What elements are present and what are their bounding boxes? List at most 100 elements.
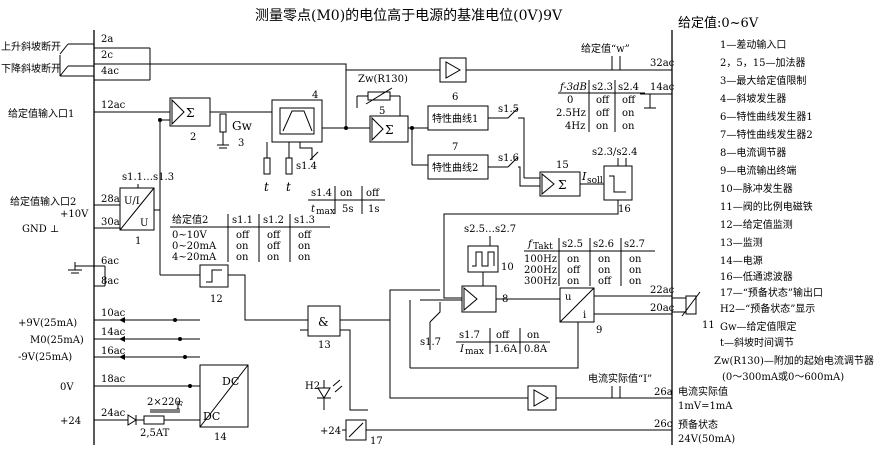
svg-text:max: max: [316, 207, 335, 217]
terminal-14ac-left: 14ac: [101, 327, 126, 338]
block-13-number: 13: [318, 340, 331, 351]
svg-text:off: off: [298, 230, 312, 241]
setpoint-input2-label: 给定值输入口2: [10, 195, 76, 208]
legend-item: 11—阀的比例电磁铁: [720, 200, 813, 213]
switch-s1-1to3-label: s1.1…s1.3: [122, 172, 174, 183]
legend-item: 16—低通滤波器: [720, 270, 793, 283]
dc-label-bottom: DC: [203, 410, 220, 423]
block-4-number: 4: [312, 90, 318, 101]
terminal-22ac: 22ac: [650, 285, 675, 296]
plus9v-label: +9V(25mA): [18, 318, 77, 329]
legend-item: 8—电流调节器: [720, 146, 786, 159]
svg-text:off: off: [622, 95, 636, 106]
switch-s2-5to7-label: s2.5…s2.7: [464, 224, 516, 235]
plus24-label: +24: [60, 416, 81, 427]
fuse-icon: [143, 415, 165, 425]
svg-text:on: on: [567, 276, 580, 287]
actual-value-scale-label: 1mV=1mA: [678, 401, 733, 412]
diode-icon: [127, 414, 137, 426]
tmax-table: s1.4 on off t max 5s 1s: [308, 186, 385, 217]
svg-text:300Hz: 300Hz: [524, 276, 557, 287]
block-6-curve-generator-1: [427, 105, 489, 131]
block-6-number: 6: [452, 92, 458, 103]
svg-text:s1.3: s1.3: [294, 215, 315, 226]
svg-text:on: on: [596, 121, 609, 132]
curve1-label: 特性曲线1: [432, 112, 478, 125]
adder-2-sigma: Σ: [186, 106, 194, 120]
legend-item: 1—差动输入口: [720, 38, 786, 51]
svg-text:s2.7: s2.7: [624, 239, 645, 250]
terminal-6ac: 6ac: [101, 256, 119, 267]
legend-item: 3—最大给定值限制: [720, 74, 806, 87]
u-small-label: u: [565, 292, 572, 303]
svg-text:off: off: [496, 330, 510, 341]
block-9-number: 9: [596, 325, 602, 336]
svg-text:s1.4: s1.4: [311, 188, 332, 199]
ramp-up-off-label: 上升斜坡断开: [1, 40, 61, 53]
svg-text:4~20mA: 4~20mA: [172, 252, 217, 263]
svg-text:off: off: [366, 188, 380, 199]
block-1-number: 1: [135, 236, 141, 247]
svg-text:200Hz: 200Hz: [524, 265, 557, 276]
legend-item: 13—监测: [720, 236, 763, 249]
svg-text:on: on: [629, 254, 642, 265]
h2-led-icon: [317, 387, 331, 399]
gnd-label: GND ⊥: [22, 224, 59, 235]
svg-text:f-3dB: f-3dB: [559, 82, 587, 93]
switch-s1-7-label: s1.7: [420, 337, 441, 348]
svg-text:on: on: [267, 252, 280, 263]
ramp-down-switch: [59, 65, 69, 77]
svg-text:t: t: [311, 204, 316, 215]
svg-text:off: off: [267, 230, 281, 241]
block-15-number: 15: [556, 160, 569, 171]
block-7-curve-generator-2: [427, 154, 489, 180]
svg-text:给定值2: 给定值2: [172, 213, 208, 226]
legend-item: 17—“预备状态”输出口: [720, 286, 823, 299]
i-small-label: i: [583, 310, 586, 321]
actual-value-out-label: 电流实际值: [678, 385, 728, 398]
block-14-number: 14: [214, 432, 227, 443]
svg-text:0.8A: 0.8A: [524, 344, 548, 355]
terminal-26a: 26a: [654, 387, 673, 398]
legend-item: 6—特性曲线发生器1: [720, 110, 813, 123]
svg-text:f: f: [527, 239, 534, 250]
fuse-label: 2,5AT: [140, 428, 170, 439]
block-10-pulse-generator: [467, 245, 499, 273]
h2-label: H2: [305, 381, 320, 392]
u-label: U: [140, 218, 148, 229]
svg-text:on: on: [298, 241, 311, 252]
terminal-32ac: 32ac: [650, 58, 675, 69]
svg-text:0~10V: 0~10V: [172, 230, 207, 241]
svg-text:s2.6: s2.6: [593, 239, 614, 250]
minus9v-label: -9V(25mA): [18, 352, 72, 363]
svg-text:4Hz: 4Hz: [565, 121, 585, 132]
svg-text:s1.2: s1.2: [263, 215, 284, 226]
svg-text:I: I: [459, 344, 465, 355]
svg-text:Takt: Takt: [533, 242, 553, 252]
legend-item: 10—脉冲发生器: [720, 182, 793, 195]
terminal-16ac: 16ac: [101, 346, 126, 357]
zero-v-label: 0V: [60, 382, 74, 393]
svg-text:off: off: [567, 265, 581, 276]
diagram-title: 测量零点(M0)的电位高于电源的基准电位(0V)9V: [255, 7, 563, 24]
svg-text:s1.1: s1.1: [232, 215, 253, 226]
ftakt-table: f Takt s2.5 s2.6 s2.7 100Hz on on on 200…: [524, 238, 655, 287]
svg-text:100Hz: 100Hz: [524, 254, 557, 265]
block-10-number: 10: [501, 262, 514, 273]
legend-item: 4—斜坡发生器: [720, 92, 786, 105]
ramp-up-switch: [59, 43, 69, 55]
ui-label: U/I: [124, 196, 140, 207]
ramp-time-t2: t: [286, 180, 291, 194]
legend-item: H2—“预备状态”显示: [720, 302, 815, 315]
plus24-block17-label: +24: [320, 426, 341, 437]
svg-text:s1.7: s1.7: [459, 330, 480, 341]
terminal-4ac: 4ac: [101, 66, 119, 77]
svg-text:5s: 5s: [342, 204, 354, 215]
m0-label: M0(25mA): [30, 335, 84, 346]
svg-text:on: on: [298, 252, 311, 263]
svg-text:on: on: [236, 241, 249, 252]
svg-text:off: off: [236, 230, 250, 241]
legend-item: (0～300mA或0～600mA): [722, 371, 844, 383]
f-label: F: [176, 401, 183, 412]
